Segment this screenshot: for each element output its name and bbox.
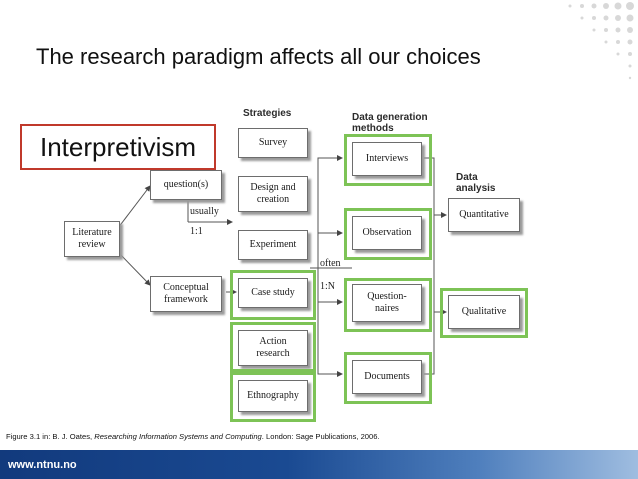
node-literature-review: Literature review bbox=[64, 221, 120, 257]
caption-prefix: Figure 3.1 in: B. J. Oates, bbox=[6, 432, 95, 441]
node-qualitative: Qualitative bbox=[448, 295, 520, 329]
header-data-generation-methods: Data generation methods bbox=[352, 112, 428, 134]
highlight-qualitative bbox=[440, 288, 528, 338]
node-action-research: Action research bbox=[238, 330, 308, 366]
node-research-questions: question(s) bbox=[150, 170, 222, 200]
label-ratio-1-n: 1:N bbox=[320, 281, 335, 292]
node-case-study: Case study bbox=[238, 278, 308, 308]
highlight-ethnography bbox=[230, 372, 316, 422]
node-survey: Survey bbox=[238, 128, 308, 158]
node-experiment: Experiment bbox=[238, 230, 308, 260]
footer-bar bbox=[0, 450, 638, 479]
caption-suffix: . London: Sage Publications, 2006. bbox=[261, 432, 380, 441]
node-conceptual-framework: Conceptual framework bbox=[150, 276, 222, 312]
figure-caption: Figure 3.1 in: B. J. Oates, Researching … bbox=[6, 432, 380, 441]
node-questionnaires: Question- naires bbox=[352, 284, 422, 322]
header-strategies: Strategies bbox=[243, 108, 292, 119]
footer-url[interactable]: www.ntnu.no bbox=[8, 459, 77, 471]
label-often: often bbox=[320, 258, 341, 269]
highlight-documents bbox=[344, 352, 432, 404]
node-documents: Documents bbox=[352, 360, 422, 394]
highlight-interviews bbox=[344, 134, 432, 186]
caption-book-title: Researching Information Systems and Comp… bbox=[94, 432, 262, 441]
label-ratio-1-1: 1:1 bbox=[190, 226, 203, 237]
node-ethnography: Ethnography bbox=[238, 380, 308, 412]
node-interviews: Interviews bbox=[352, 142, 422, 176]
node-design-and-creation: Design and creation bbox=[238, 176, 308, 212]
node-observation: Observation bbox=[352, 216, 422, 250]
highlight-case-study bbox=[230, 270, 316, 320]
slide-title: The research paradigm affects all our ch… bbox=[36, 44, 481, 69]
header-data-analysis: Data analysis bbox=[456, 172, 496, 194]
interpretivism-label: Interpretivism bbox=[20, 124, 216, 170]
node-quantitative: Quantitative bbox=[448, 198, 520, 232]
label-usually: usually bbox=[190, 206, 219, 217]
highlight-observation bbox=[344, 208, 432, 260]
highlight-questionnaires bbox=[344, 278, 432, 332]
highlight-action-research bbox=[230, 322, 316, 372]
decorative-dot-pattern bbox=[568, 2, 634, 80]
